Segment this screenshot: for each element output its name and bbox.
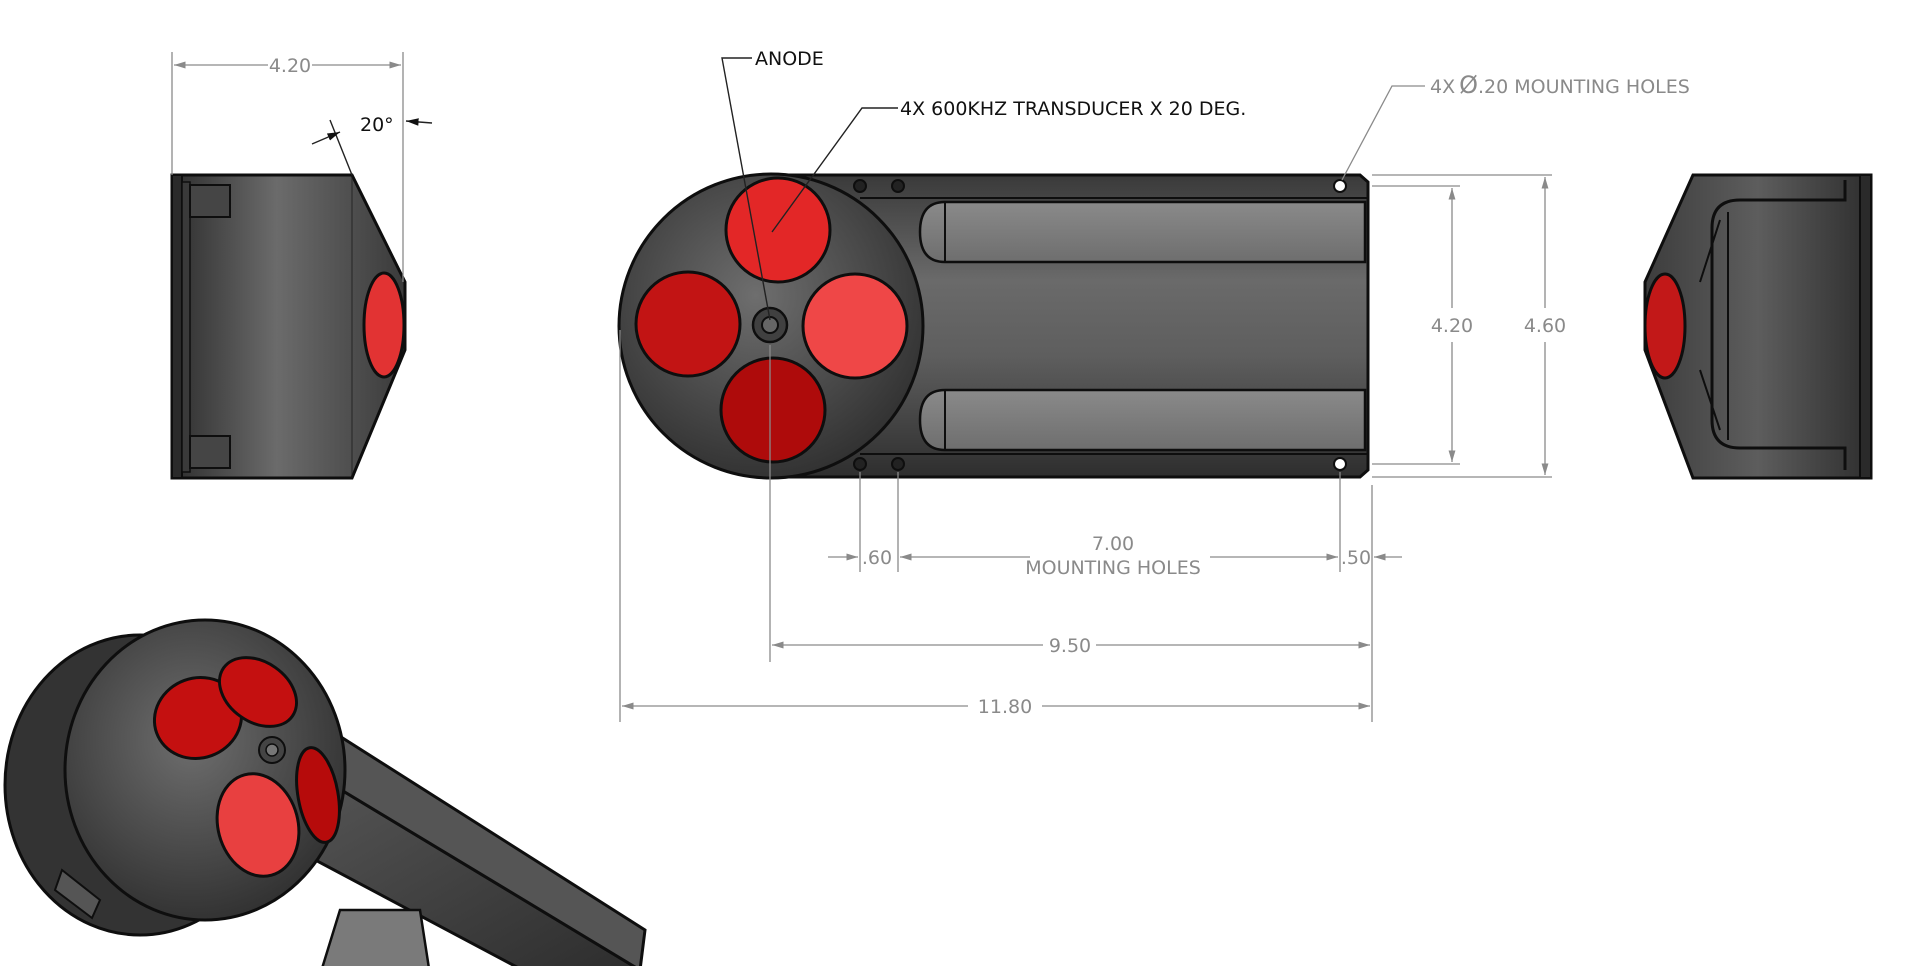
dim-hole-spacing: .60 7.00 MOUNTING HOLES .50: [619, 330, 1402, 722]
note-anode: ANODE: [721, 48, 824, 321]
transducer-left: [634, 270, 742, 378]
mounting-hole: [853, 457, 867, 471]
dim-overall-length: 11.80: [622, 696, 1370, 718]
dim-height-outer-label: 4.60: [1524, 315, 1566, 337]
dim-heights: 4.20 4.60: [1372, 174, 1566, 478]
right-side-view: [1643, 173, 1873, 480]
transducer-right: [801, 272, 909, 380]
mounting-hole: [891, 457, 905, 471]
side-transducer-right: [1643, 272, 1687, 380]
mounting-hole: [1333, 179, 1347, 193]
dim-hole-offset-right-label: .50: [1341, 547, 1371, 569]
dim-side-width: 4.20: [171, 52, 404, 282]
dim-hole-offset-left-label: .60: [862, 547, 892, 569]
iso-transducer: [218, 656, 298, 728]
note-anode-label: ANODE: [755, 48, 824, 70]
dim-overall-length-label: 11.80: [978, 696, 1032, 718]
dim-angle-label: 20°: [360, 114, 394, 136]
dim-height-inner-label: 4.20: [1431, 315, 1473, 337]
note-transducer: 4X 600KHZ TRANSDUCER X 20 DEG.: [771, 98, 1246, 233]
transducer-top: [724, 176, 832, 284]
mounting-hole: [853, 179, 867, 193]
dim-hole-spacing-label: 7.00: [1092, 533, 1134, 555]
mounting-hole: [1333, 457, 1347, 471]
left-side-view: [170, 173, 407, 480]
isometric-view: [3, 618, 647, 966]
dim-angle: 20°: [311, 114, 433, 176]
dim-length-to-center: 9.50: [772, 635, 1370, 657]
main-plan-view: [617, 172, 1370, 480]
iso-transducer: [215, 772, 301, 878]
dim-side-width-label: 4.20: [269, 55, 311, 77]
transducer-bottom: [719, 356, 827, 464]
dim-length-to-center-label: 9.50: [1049, 635, 1091, 657]
side-transducer-left: [362, 271, 406, 379]
mounting-hole: [891, 179, 905, 193]
iso-transducer: [295, 746, 341, 844]
dim-hole-spacing-caption: MOUNTING HOLES: [1025, 557, 1201, 579]
note-transducer-label: 4X 600KHZ TRANSDUCER X 20 DEG.: [900, 98, 1246, 120]
